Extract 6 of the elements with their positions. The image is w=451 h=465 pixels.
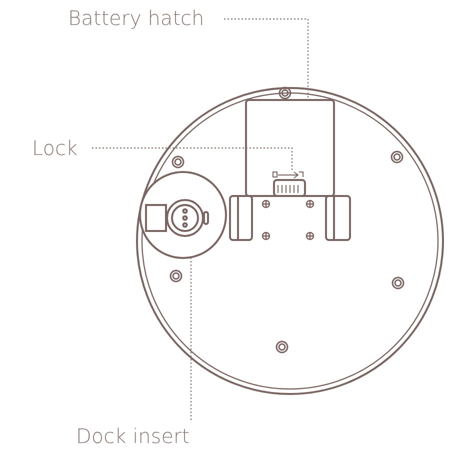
callout-label: Lock <box>32 136 78 160</box>
leader-line <box>190 258 192 420</box>
callout-label: Battery hatch <box>68 6 204 30</box>
leader-line <box>92 147 293 172</box>
callout-label: Dock insert <box>76 424 190 448</box>
leader-line <box>224 18 309 100</box>
